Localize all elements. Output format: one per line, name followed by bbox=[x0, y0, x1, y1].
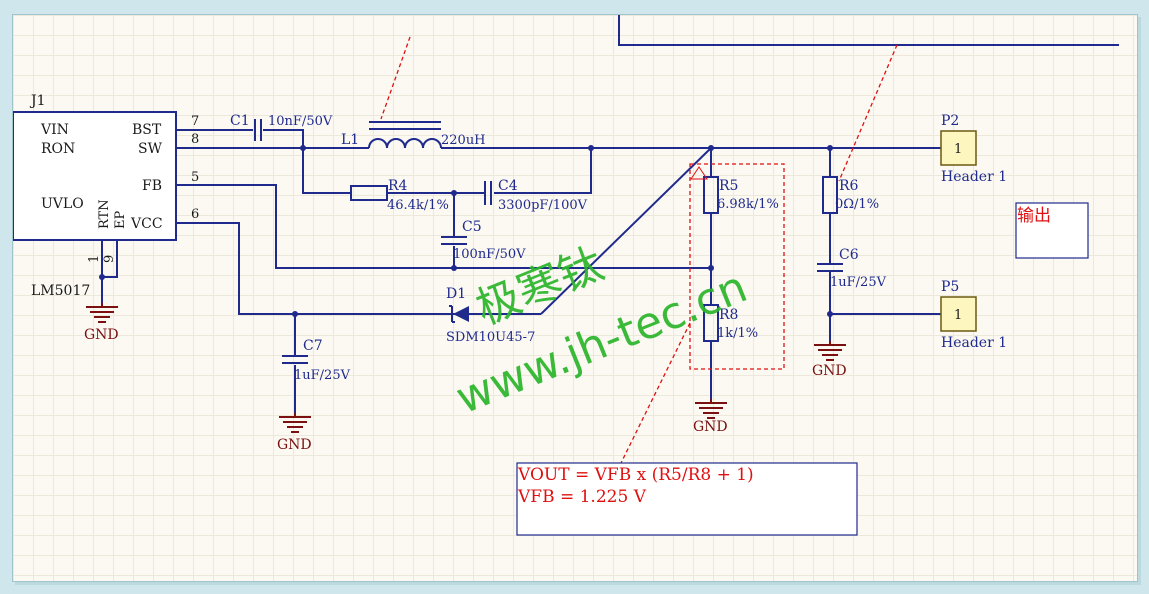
capacitor-c7[interactable]: C7 1uF/25V bbox=[282, 338, 351, 383]
capacitor-c1[interactable]: C1 10nF/50V bbox=[230, 113, 333, 141]
c6-ref: C6 bbox=[839, 247, 859, 263]
sheet-region-border bbox=[618, 15, 1119, 46]
ic-pin-ron: RON bbox=[41, 141, 75, 157]
warning-triangle-icon bbox=[690, 166, 708, 180]
c7-value: 1uF/25V bbox=[294, 368, 351, 383]
p5-pin: 1 bbox=[954, 308, 962, 323]
r6-ref: R6 bbox=[839, 178, 859, 194]
formula-line-1: VOUT = VFB x (R5/R8 + 1) bbox=[517, 465, 754, 485]
pin-number-1: 1 bbox=[87, 255, 102, 263]
ground-c7: GND bbox=[277, 413, 312, 453]
gnd-label-r8: GND bbox=[693, 419, 728, 435]
ic-pin-fb: FB bbox=[142, 178, 162, 194]
junction-dots bbox=[99, 145, 833, 317]
r8-value: 1k/1% bbox=[717, 326, 758, 341]
r4-ref: R4 bbox=[388, 178, 408, 194]
diode-d1[interactable]: D1 SDM10U45-7 bbox=[446, 286, 535, 345]
pin-number-8: 8 bbox=[191, 132, 199, 147]
c1-ref: C1 bbox=[230, 113, 250, 129]
ic-pin-ep: EP bbox=[113, 211, 128, 229]
inductor-l1[interactable]: L1 220uH bbox=[341, 121, 486, 149]
p2-type: Header 1 bbox=[941, 169, 1007, 185]
r6-value: 0Ω/1% bbox=[835, 197, 879, 212]
gnd-label-ic: GND bbox=[84, 327, 119, 343]
connector-p5[interactable]: P5 1 Header 1 bbox=[940, 279, 1007, 351]
schematic-canvas: J1 VIN RON UVLO BST SW FB VCC RTN EP LM5… bbox=[13, 15, 1119, 536]
c5-value: 100nF/50V bbox=[453, 247, 526, 262]
d1-ref: D1 bbox=[446, 286, 466, 302]
c5-ref: C5 bbox=[462, 219, 482, 235]
annotation-leader-inductor bbox=[380, 36, 411, 120]
ground-r8: GND bbox=[693, 399, 728, 435]
c4-ref: C4 bbox=[498, 178, 518, 194]
ic-pin-bst: BST bbox=[132, 122, 162, 138]
r5-value: 6.98k/1% bbox=[717, 197, 779, 212]
ic-pin-sw: SW bbox=[138, 141, 163, 157]
c7-ref: C7 bbox=[303, 338, 323, 354]
formula-line-2: VFB = 1.225 V bbox=[517, 487, 647, 507]
d1-value: SDM10U45-7 bbox=[446, 330, 535, 345]
ground-ic: GND bbox=[84, 303, 119, 343]
l1-value: 220uH bbox=[441, 133, 486, 148]
gnd-label-c7: GND bbox=[277, 437, 312, 453]
capacitor-c5[interactable]: C5 100nF/50V bbox=[441, 219, 526, 262]
connector-p2[interactable]: P2 1 Header 1 bbox=[940, 113, 1007, 185]
c6-value: 1uF/25V bbox=[830, 275, 887, 290]
resistor-r8[interactable]: R8 1k/1% bbox=[703, 304, 758, 342]
ic-part: LM5017 bbox=[31, 283, 90, 299]
p2-pin: 1 bbox=[954, 142, 962, 157]
p2-ref: P2 bbox=[941, 113, 959, 129]
ic-pin-rtn: RTN bbox=[97, 199, 112, 229]
pin-number-9: 9 bbox=[102, 255, 117, 263]
capacitor-c4[interactable]: C4 3300pF/100V bbox=[484, 178, 588, 213]
gnd-label-c6: GND bbox=[812, 363, 847, 379]
r5-ref: R5 bbox=[719, 178, 738, 194]
pin-number-5: 5 bbox=[191, 170, 199, 185]
pin-number-7: 7 bbox=[191, 114, 199, 129]
ic-pin-vin: VIN bbox=[40, 122, 69, 138]
r8-ref: R8 bbox=[719, 307, 738, 323]
annotation-leader-formula bbox=[620, 322, 691, 464]
annotation-leader-r6 bbox=[838, 44, 898, 182]
c4-value: 3300pF/100V bbox=[498, 198, 588, 213]
pin-number-6: 6 bbox=[191, 207, 199, 222]
wires bbox=[101, 129, 941, 413]
schematic-sheet: J1 VIN RON UVLO BST SW FB VCC RTN EP LM5… bbox=[12, 14, 1138, 582]
formula-note: VOUT = VFB x (R5/R8 + 1) VFB = 1.225 V bbox=[516, 462, 858, 536]
resistor-r5[interactable]: R5 6.98k/1% bbox=[703, 176, 779, 214]
r4-value: 46.4k/1% bbox=[387, 198, 449, 213]
p5-ref: P5 bbox=[941, 279, 959, 295]
ic-ref: J1 bbox=[29, 93, 46, 109]
ic-pin-vcc: VCC bbox=[130, 216, 163, 232]
ic-body bbox=[13, 111, 177, 241]
ground-c6: GND bbox=[812, 341, 847, 379]
ic-pin-uvlo: UVLO bbox=[41, 196, 84, 212]
output-label: 输出 bbox=[1017, 206, 1051, 226]
resistor-r4[interactable]: R4 46.4k/1% bbox=[350, 178, 449, 213]
p5-type: Header 1 bbox=[941, 335, 1007, 351]
output-note: 输出 bbox=[1015, 202, 1089, 259]
l1-ref: L1 bbox=[341, 132, 359, 148]
c1-value: 10nF/50V bbox=[268, 114, 333, 129]
capacitor-c6[interactable]: C6 1uF/25V bbox=[817, 247, 887, 290]
resistor-r6[interactable]: R6 0Ω/1% bbox=[822, 176, 879, 214]
